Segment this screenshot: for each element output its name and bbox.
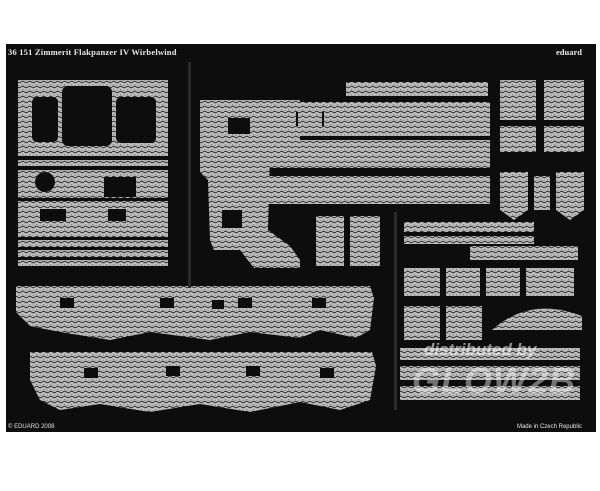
fret-title: 36 151 Zimmerit Flakpanzer IV Wirbelwind [8,47,177,57]
part-right-strip-4 [400,348,580,360]
part-strip-left-4 [18,260,168,266]
part-right-strip-6 [400,386,580,400]
watermark-glow2b-logo: GLOW2B [412,360,576,401]
part-right-top-2 [544,80,584,120]
part-hull-side-upper [16,286,374,340]
part-cutout-block-1 [404,306,440,340]
part-cutout-block-2 [446,306,482,340]
part-round-cutout-plate [18,170,168,198]
part-box-small-2 [350,216,380,266]
copyright-text: © EDUARD 2008 [8,424,55,430]
part-lower-left-plate [18,201,168,237]
part-long-mid-plate [266,140,490,168]
part-hatch-panel-large [18,80,168,156]
watermark-distributed-by: distributed by [424,340,537,359]
part-long-top-plate [266,102,490,136]
part-hatch-small-2 [446,268,480,296]
part-right-top-3 [500,126,536,152]
part-strip-left-1 [18,160,168,166]
part-right-strip-3 [470,246,578,260]
part-right-strip-1 [404,222,534,232]
brand-logo-text: eduard [556,47,582,57]
part-long-strip-1 [266,176,490,204]
part-top-strip [346,82,488,96]
part-bracket-mid [534,176,550,210]
part-strip-left-2 [18,240,168,247]
part-hatch-small-3 [486,268,520,296]
part-strip-left-3 [18,250,168,257]
part-arrow-bracket-left [500,172,528,220]
part-right-strip-5 [400,366,580,380]
part-arrow-bracket-right [556,172,584,220]
part-hatch-small-4 [526,268,574,296]
part-box-small-1 [316,216,344,266]
fret-divider-right [394,212,397,410]
part-hull-side-lower [30,352,376,412]
part-right-top-1 [500,80,536,120]
part-right-top-4 [544,126,584,152]
made-in-text: Made in Czech Republic [516,424,582,430]
part-curved-fender [492,308,582,330]
part-hatch-small-1 [404,268,440,296]
part-right-strip-2 [404,236,534,244]
fret-divider-vertical [188,62,191,288]
